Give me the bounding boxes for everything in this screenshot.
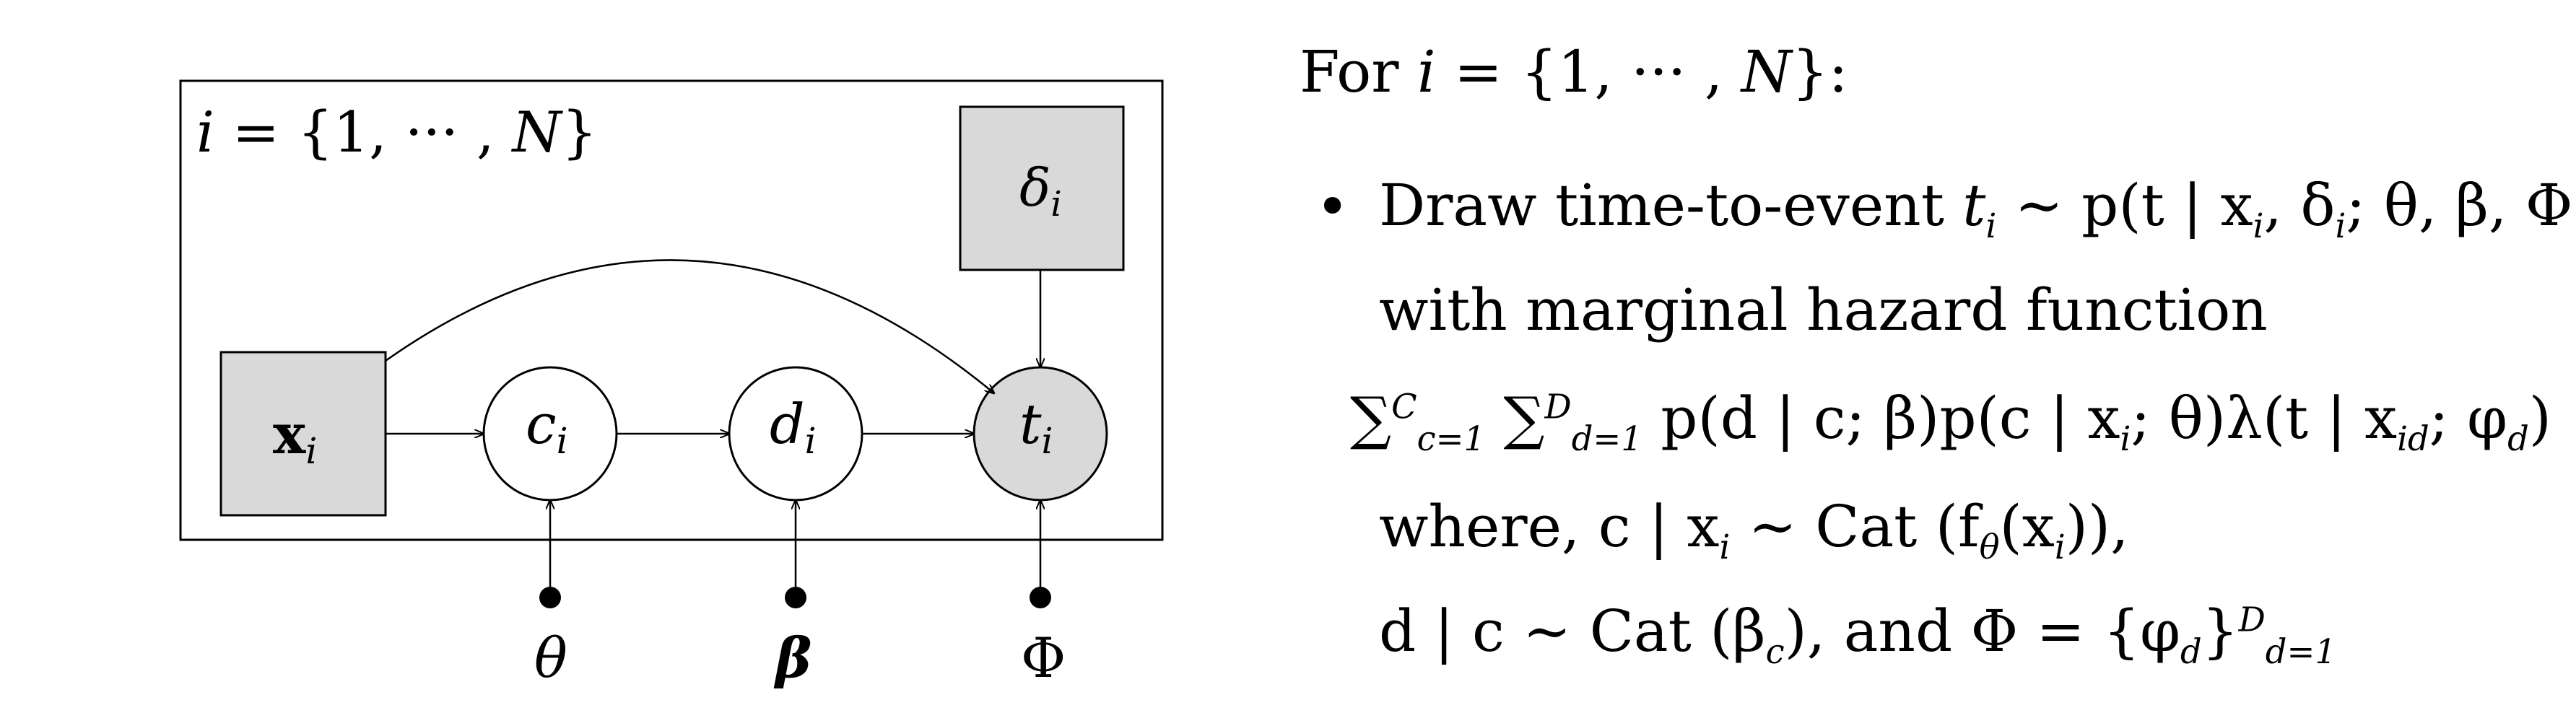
hazard-intro-line: with marginal hazard function bbox=[1379, 276, 2268, 344]
bullet-point: • bbox=[1315, 173, 1350, 240]
edge-x-to-t-curve bbox=[385, 259, 994, 393]
delta-node-label: δi bbox=[1019, 157, 1062, 224]
t-node-label: ti bbox=[1019, 392, 1053, 462]
phi-dot bbox=[1030, 587, 1051, 608]
plate-box bbox=[179, 79, 1164, 541]
beta-dot bbox=[785, 587, 806, 608]
graphical-model-diagram: i = {1, ··· , N} δi xi ci di ti θ β Φ bbox=[179, 79, 1164, 690]
plate-label: i = {1, ··· , N} bbox=[196, 100, 597, 165]
theta-dot bbox=[539, 587, 561, 608]
where-line: where, c | xi ∼ Cat (fθ(xi)), bbox=[1379, 493, 2129, 567]
for-line: For i = {1, ··· , N}: bbox=[1300, 38, 1848, 105]
beta-label: β bbox=[773, 626, 811, 690]
d-node-label: di bbox=[770, 392, 817, 462]
draw-line: Draw time-to-event ti ∼ p(t | xi, δi; θ,… bbox=[1379, 172, 2576, 245]
theta-label: θ bbox=[534, 626, 567, 690]
d-given-c-line: d | c ∼ Cat (βc), and Φ = {φd}Dd=1 bbox=[1379, 598, 2336, 671]
c-node-label: ci bbox=[526, 392, 568, 462]
x-node-label: xi bbox=[273, 402, 317, 472]
phi-label: Φ bbox=[1021, 626, 1066, 690]
generative-process-text: For i = {1, ··· , N}: • Draw time-to-eve… bbox=[1300, 14, 2576, 693]
hazard-formula-line: ∑Cc=1 ∑Dd=1 p(d | c; β)p(c | xi; θ)λ(t |… bbox=[1350, 385, 2551, 458]
delta-node bbox=[959, 105, 1125, 271]
